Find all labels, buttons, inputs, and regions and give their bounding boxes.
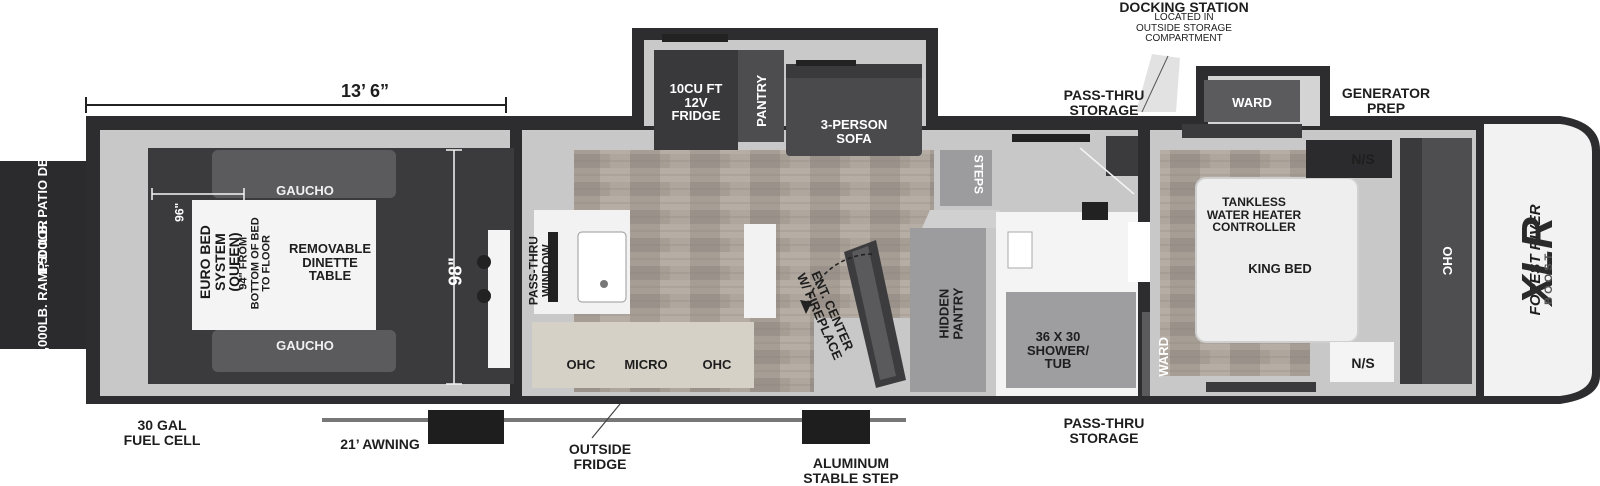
fuel-cell-line1: 30 GAL [137, 417, 187, 433]
fridge-line3: FRIDGE [671, 108, 721, 124]
outside-fridge-line1: OUTSIDE [568, 441, 632, 457]
dinette-table-label: REMOVABLE DINETTE TABLE [280, 242, 380, 283]
fridge [654, 50, 738, 150]
awning-label: 21’ AWNING [340, 436, 420, 452]
generator-prep-line2: PREP [1366, 99, 1406, 116]
awning-arm-left [428, 410, 504, 444]
pantry [738, 50, 784, 142]
docking-note-line1: LOCATED IN [1154, 12, 1214, 23]
tankless-label: TANKLESS WATER HEATER CONTROLLER [1196, 196, 1312, 234]
euro-bed [192, 200, 376, 330]
patio-deck [0, 161, 86, 349]
ward-top-label: WARD [1232, 95, 1272, 110]
dinette-line1: REMOVABLE [288, 241, 372, 256]
shower-line1: 36 X 30 [1035, 329, 1081, 344]
model-sub-logo: BOOST [1543, 228, 1556, 328]
gaucho-bottom-label: GAUCHO [276, 338, 334, 353]
ohc-left-label: OHC [566, 357, 596, 372]
shower-tub-label: 36 X 30 SHOWER/ TUB [1010, 330, 1106, 371]
length-dimension: 13’ 6” [340, 81, 390, 101]
stable-step-line1: ALUMINUM [812, 455, 890, 471]
generator-prep-line1: GENERATOR [1341, 85, 1431, 101]
bed-note-line3: TO FLOOR [260, 235, 273, 292]
stable-step-label: ALUMINUM STABLE STEP [796, 456, 906, 485]
hidden-pantry-line1: HIDDEN [936, 288, 952, 339]
kitchen-sink [577, 231, 627, 303]
pass-thru-top-line2: STORAGE [1069, 101, 1139, 118]
outside-fridge-label: OUTSIDE FRIDGE [560, 442, 640, 471]
generator-prep-label: GENERATOR PREP [1336, 86, 1436, 115]
nightstand-top-label: N/S [1351, 151, 1375, 167]
gaucho-top [212, 150, 396, 198]
bed-note-line1: 94" FROM [237, 236, 250, 290]
ohc-right-label: OHC [702, 357, 732, 372]
ramp-door-label: 3,000LB. RAMP DOOR [35, 220, 51, 358]
sofa-label: 3-PERSON SOFA [806, 118, 902, 145]
pass-thru-window-label: PASS-THRU WINDOW [526, 231, 553, 311]
nightstand-bottom [1330, 342, 1394, 382]
bed-width-dimension: 96" [172, 202, 187, 222]
hidden-pantry [910, 228, 986, 392]
dinette-line2: DINETTE [302, 254, 358, 270]
pantry-label: PANTRY [754, 74, 770, 127]
ward-bottom-label: WARD [1156, 336, 1172, 377]
stable-step [802, 410, 870, 444]
nightstand-bottom-label: N/S [1351, 355, 1375, 371]
king-bed-label: KING BED [1248, 261, 1312, 276]
euro-bed-label: EURO BED SYSTEM (QUEEN) [196, 212, 242, 312]
model-sub: BOOST [1543, 250, 1556, 305]
bed-height-note: 94" FROM BOTTOM OF BED TO FLOOR [237, 215, 274, 311]
nightstand-top [1306, 140, 1392, 178]
docking-station-title: DOCKING STATION [1119, 0, 1249, 15]
pass-thru-window-line2: WINDOW [539, 244, 553, 297]
fridge-line2: 12V [684, 94, 708, 110]
bedroom-ohc-label: OHC [1439, 246, 1455, 276]
tankless-line1: TANKLESS [1222, 195, 1286, 209]
tankless-line2: WATER HEATER [1206, 207, 1302, 222]
sofa-line1: 3-PERSON [820, 117, 888, 132]
tankless-line3: CONTROLLER [1212, 220, 1296, 235]
sofa [786, 74, 922, 156]
steps-label: STEPS [971, 154, 986, 194]
gaucho-bottom [212, 330, 396, 372]
docking-station-note: LOCATED IN OUTSIDE STORAGE COMPARTMENT [1124, 12, 1244, 45]
docking-note-line2: OUTSIDE STORAGE [1136, 22, 1232, 34]
dinette-line3: TABLE [308, 268, 352, 284]
ward-top [1204, 80, 1300, 122]
pass-thru-bottom-line2: STORAGE [1069, 429, 1139, 446]
fuel-cell-line2: FUEL CELL [123, 431, 201, 448]
ohc-counter [532, 322, 754, 388]
euro-bed-line1: EURO BED [196, 225, 213, 299]
sofa-line2: SOFA [836, 130, 872, 146]
outside-fridge-line2: FRIDGE [573, 455, 627, 472]
pass-thru-bottom-line1: PASS-THRU [1063, 415, 1145, 431]
hidden-pantry-line2: PANTRY [950, 287, 965, 340]
king-bed [1195, 177, 1359, 343]
pass-thru-window-line1: PASS-THRU [526, 236, 541, 306]
bedroom-ohc [1422, 138, 1472, 384]
shower-line3: TUB [1044, 356, 1072, 372]
stable-step-line2: STABLE STEP [803, 469, 899, 486]
fridge-label: 10CU FT 12V FRIDGE [656, 82, 736, 123]
gaucho-top-label: GAUCHO [276, 183, 334, 198]
hidden-pantry-label: HIDDEN PANTRY [936, 269, 965, 359]
euro-bed-line2: SYSTEM [211, 233, 228, 291]
shower-tub [1006, 292, 1136, 388]
shower-line2: SHOWER/ [1026, 342, 1090, 358]
width-dimension: 98" [445, 257, 466, 286]
micro-label: MICRO [624, 357, 668, 372]
fuel-cell-label: 30 GAL FUEL CELL [112, 418, 212, 447]
pass-thru-top-line1: PASS-THRU [1063, 87, 1145, 103]
steps [940, 150, 992, 206]
docking-note-line3: COMPARTMENT [1145, 33, 1223, 44]
fridge-line1: 10CU FT [669, 81, 723, 96]
pass-thru-storage-top-label: PASS-THRU STORAGE [1056, 88, 1152, 117]
pass-thru-storage-bottom-label: PASS-THRU STORAGE [1056, 416, 1152, 445]
